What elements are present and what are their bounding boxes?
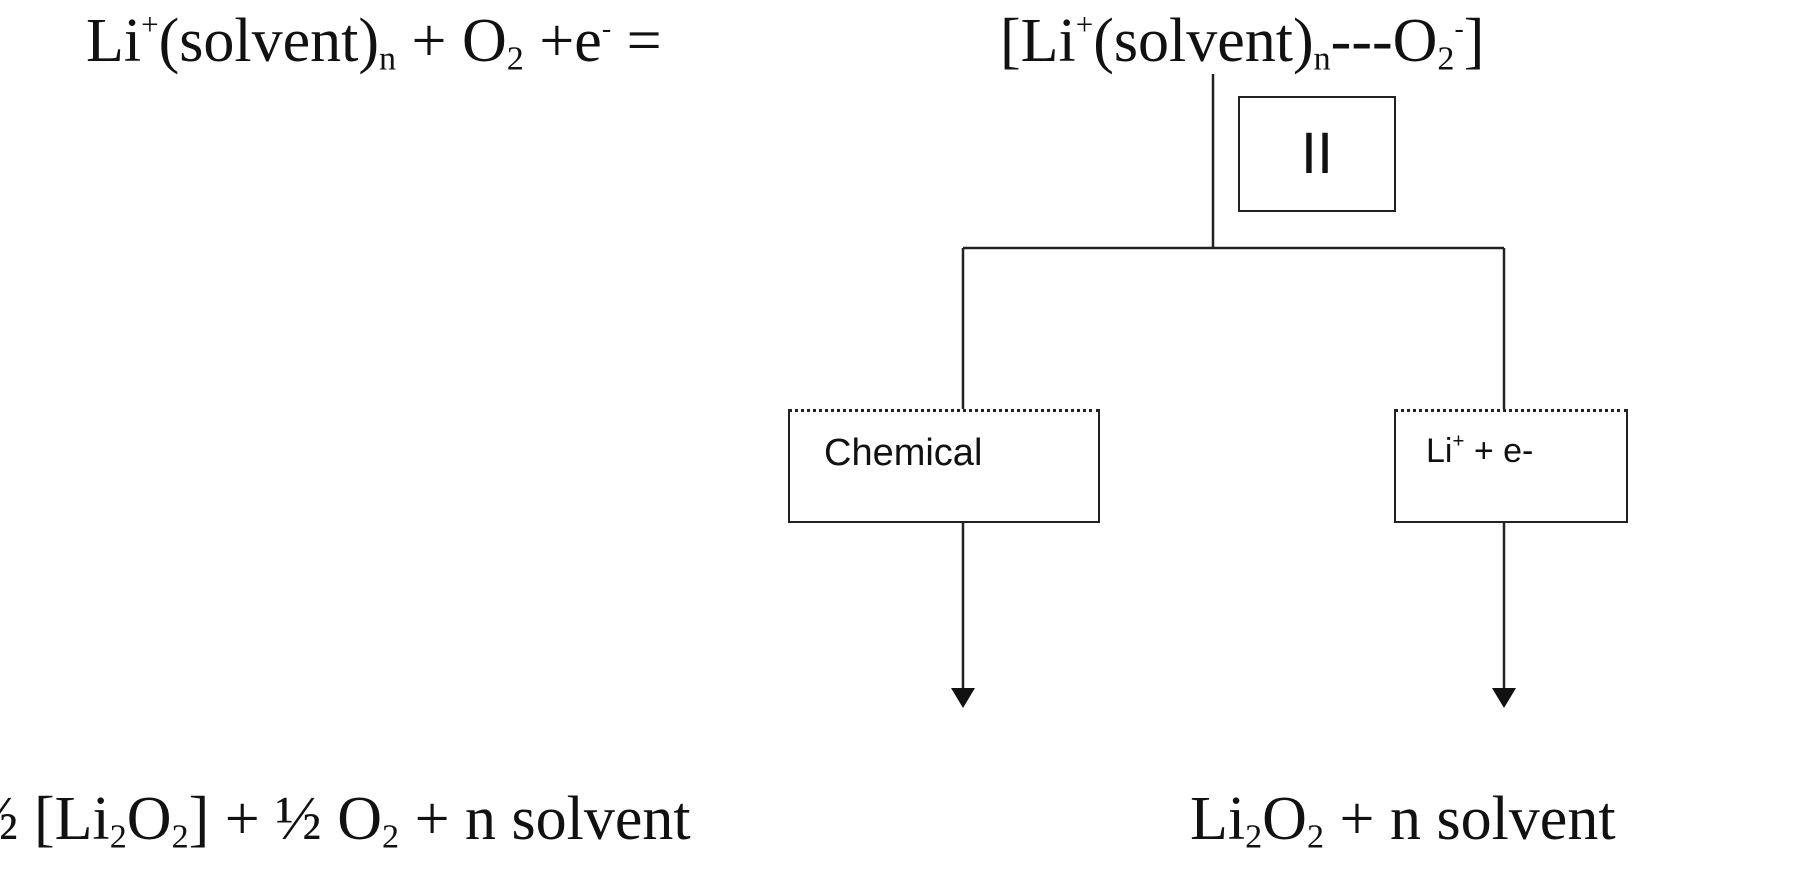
- complex-close: ]: [1463, 7, 1485, 75]
- complex-dashes-o: ---O: [1330, 7, 1438, 75]
- electrochemical-product-equation: Li2O2 + n solvent: [1190, 785, 1616, 854]
- equals-sign: =: [611, 7, 662, 75]
- bl-o: O: [126, 785, 172, 853]
- pathway-ii-label: II: [1300, 121, 1334, 186]
- complex-solvent: (solvent): [1093, 7, 1314, 75]
- electrochemical-li: Li: [1426, 432, 1453, 470]
- br-o: O: [1262, 785, 1307, 853]
- right-arrowhead: [1492, 688, 1516, 708]
- bl-solvent: + n solvent: [399, 785, 691, 853]
- o2-subscript: 2: [506, 40, 524, 78]
- complex-o2-charge: -: [1454, 13, 1464, 45]
- br-li-subscript: 2: [1245, 818, 1263, 856]
- br-li: Li: [1190, 785, 1246, 853]
- complex-li-charge: +: [1075, 6, 1094, 42]
- solvent-text: (solvent): [158, 7, 379, 75]
- electrochemical-box: Li+ + e-: [1394, 409, 1628, 523]
- bl-half-li: ½ [Li: [0, 785, 110, 853]
- bl-o-subscript: 2: [171, 818, 189, 856]
- n-subscript: n: [378, 40, 397, 78]
- chemical-label: Chemical: [824, 432, 983, 474]
- complex-equation: [Li+(solvent)n---O2-]: [1000, 6, 1485, 76]
- left-arrowhead: [951, 688, 975, 708]
- complex-n-subscript: n: [1313, 40, 1331, 78]
- chemical-product-equation: ½ [Li2O2] + ½ O2 + n solvent: [0, 785, 691, 854]
- oxygen-text: + O: [396, 7, 507, 75]
- li-text: Li: [86, 7, 142, 75]
- reactant-equation: Li+(solvent)n + O2 +e- =: [86, 6, 662, 76]
- br-o-subscript: 2: [1306, 818, 1324, 856]
- bl-o2-subscript: 2: [382, 818, 400, 856]
- chemical-box: Chemical: [788, 409, 1100, 523]
- electron-text: +e: [523, 7, 602, 75]
- pathway-ii-box: II: [1238, 96, 1396, 212]
- complex-o2-subscript: 2: [1437, 40, 1455, 78]
- electrochemical-charge: +: [1452, 430, 1465, 453]
- bl-li-subscript: 2: [109, 818, 127, 856]
- electrochemical-rest: + e-: [1464, 432, 1534, 470]
- bl-half-o2: ] + ½ O: [188, 785, 383, 853]
- br-solvent: + n solvent: [1323, 785, 1616, 853]
- li-charge: +: [141, 6, 159, 42]
- electron-charge: -: [601, 13, 612, 45]
- complex-open: [Li: [1000, 7, 1076, 75]
